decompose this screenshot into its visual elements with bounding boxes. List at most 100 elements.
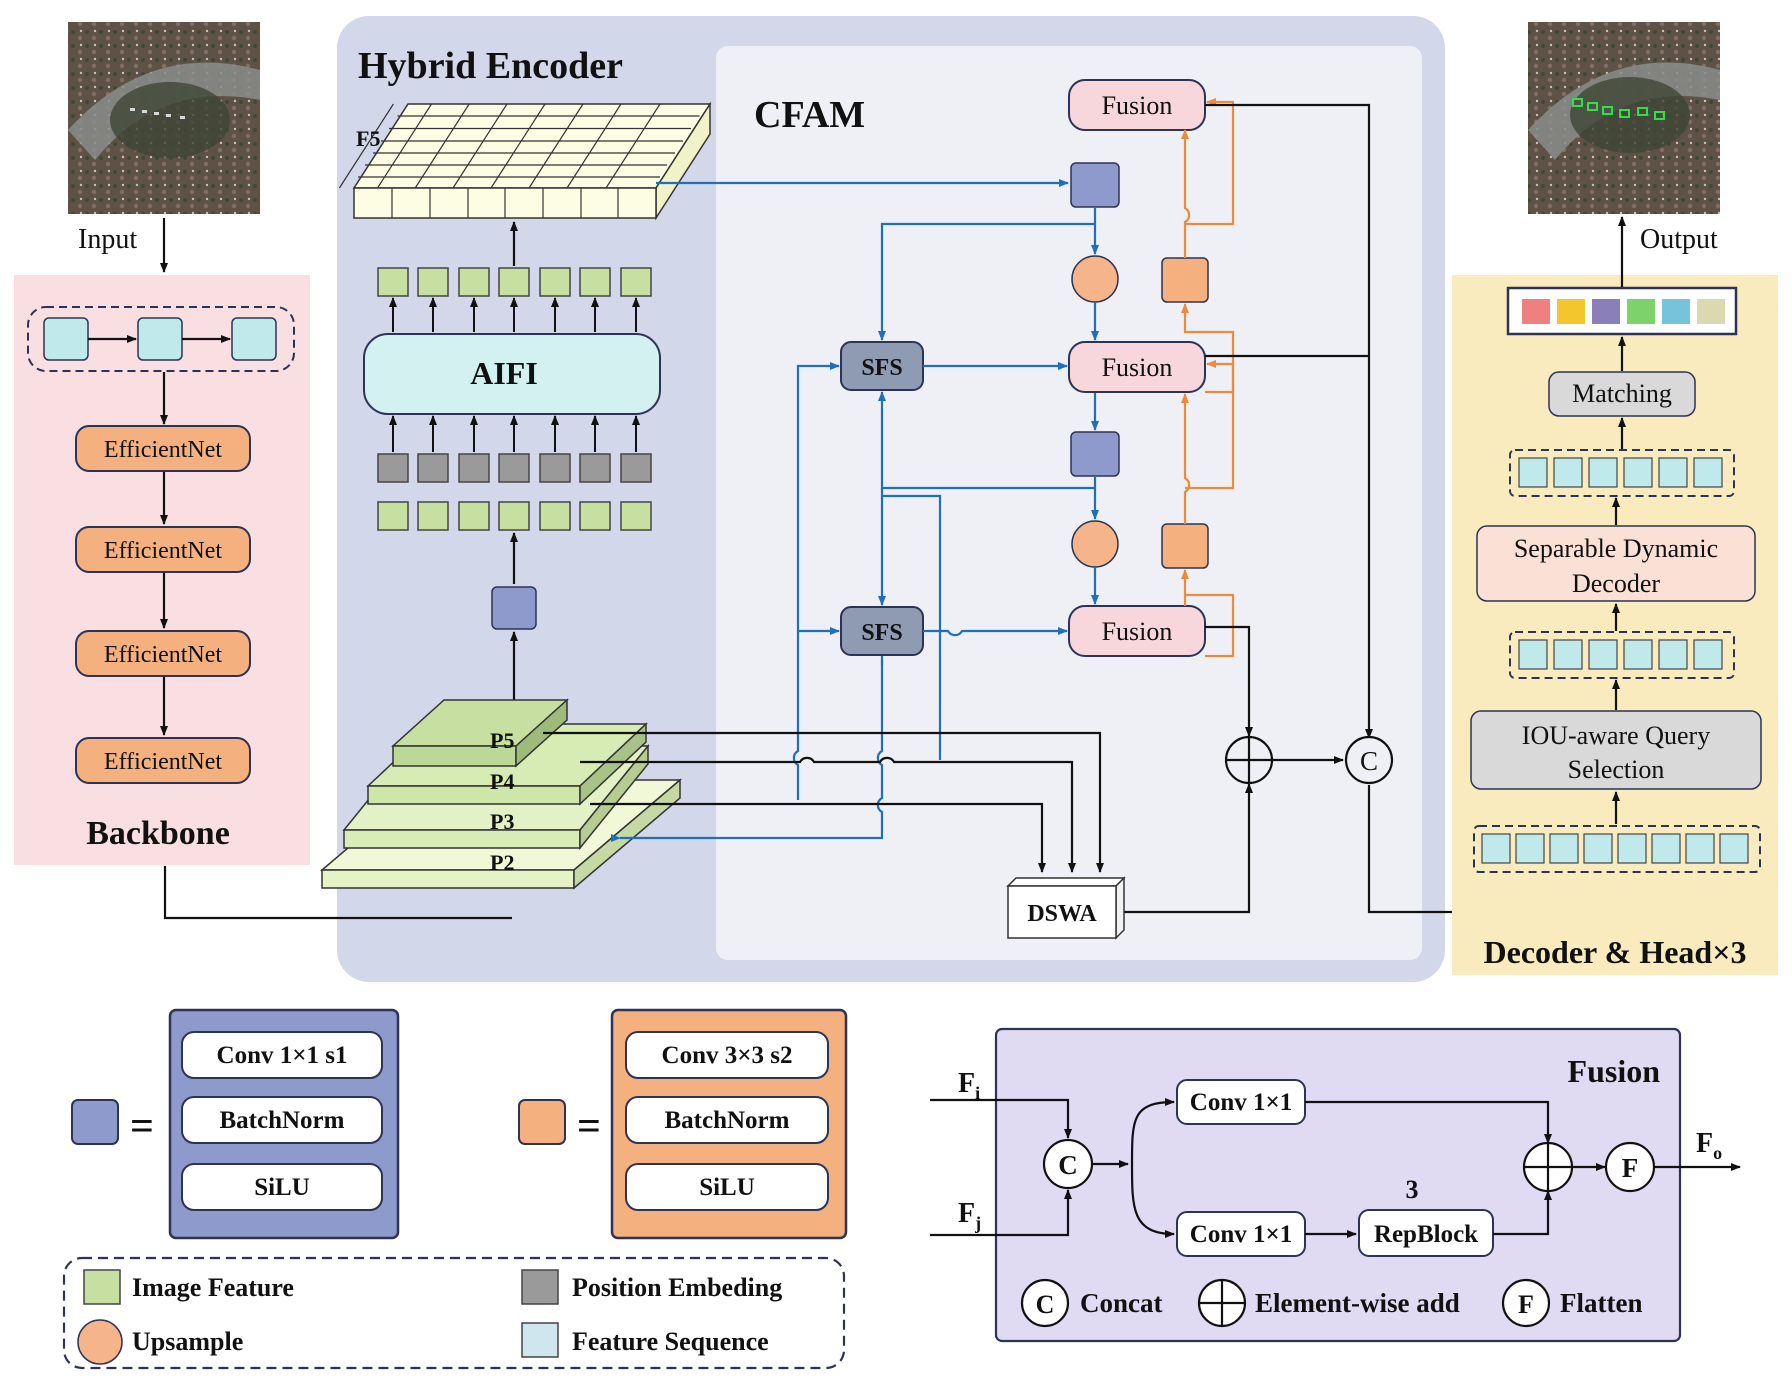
legend-box	[62, 1256, 846, 1370]
legend-blue-swatch	[71, 1099, 119, 1145]
efficientnet-label: EfficientNet	[104, 538, 223, 564]
feature-pyramid	[319, 698, 683, 890]
dswa-block	[1006, 876, 1126, 940]
upsample-node	[1071, 520, 1119, 568]
output-label: Output	[1640, 224, 1718, 255]
upsample-swatch	[77, 1319, 123, 1365]
p2-label: P2	[490, 850, 514, 875]
fi-label: Fi	[958, 1068, 980, 1103]
fusion-node-label: Fusion	[1102, 353, 1173, 382]
sfs-label: SFS	[861, 355, 902, 381]
legend-position-embedding: Position Embeding	[572, 1273, 782, 1302]
concat-symbol: C	[1360, 746, 1378, 776]
aifi-block	[363, 333, 661, 415]
fusion-add-node	[1522, 1141, 1574, 1193]
sequence-cell	[137, 317, 183, 361]
query-sequence	[1481, 833, 1749, 864]
legend-equals: =	[577, 1104, 601, 1150]
flatten-symbol: F	[1622, 1153, 1639, 1183]
decoder-sequence	[1518, 639, 1723, 670]
image-feature-row	[377, 501, 652, 531]
efficientnet-block	[75, 630, 251, 677]
batchnorm-label: BatchNorm	[220, 1107, 345, 1134]
backbone-title: Backbone	[86, 815, 230, 852]
matching-block	[1548, 371, 1696, 417]
efficientnet-label: EfficientNet	[104, 642, 223, 668]
legend-image-feature: Image Feature	[132, 1273, 294, 1302]
hybrid-encoder-title: Hybrid Encoder	[358, 45, 623, 87]
matching-sequence	[1518, 457, 1723, 488]
legend-feature-sequence: Feature Sequence	[572, 1327, 769, 1356]
input-label: Input	[78, 224, 137, 255]
fj-label: Fj	[958, 1198, 981, 1233]
silu-op	[625, 1163, 829, 1211]
fusion-node-bottom	[1068, 605, 1206, 657]
separable-label-line1: Separable Dynamic	[1514, 534, 1718, 563]
fusion-detail-title: Fusion	[1568, 1053, 1661, 1089]
flatten-legend-icon	[1501, 1278, 1551, 1328]
query-sequence-group	[1473, 825, 1761, 873]
position-embedding-row	[377, 453, 652, 483]
batchnorm-op	[625, 1096, 829, 1144]
efficientnet-block	[75, 526, 251, 573]
output-token-colors	[1522, 299, 1725, 324]
conv-1x1-block	[491, 586, 537, 630]
efficientnet-label: EfficientNet	[104, 437, 223, 463]
conv-1x1-label: Conv 1×1 s1	[217, 1042, 348, 1069]
concat-node	[1344, 735, 1394, 785]
fusion-concat-symbol: C	[1058, 1150, 1078, 1180]
fi-arrow	[930, 1098, 1072, 1139]
sequence-cell	[43, 317, 89, 361]
matching-seq-group	[1509, 449, 1735, 497]
conv-op	[181, 1031, 383, 1079]
upsample-node	[1071, 255, 1119, 303]
dswa-label: DSWA	[1027, 901, 1097, 927]
p4-label: P4	[490, 769, 514, 794]
repblock-count: 3	[1406, 1175, 1419, 1204]
fj-arrow	[930, 1189, 1072, 1237]
cfam-blue-connections	[611, 179, 1099, 842]
sfs-label: SFS	[861, 620, 902, 646]
efficientnet-block	[75, 737, 251, 784]
feature-sequence-swatch	[521, 1322, 559, 1358]
legend-equals: =	[130, 1104, 154, 1150]
concat-legend-icon	[1020, 1278, 1070, 1328]
fusion-node-middle	[1068, 341, 1206, 393]
batchnorm-op	[181, 1096, 383, 1144]
repblock-label: RepBlock	[1374, 1221, 1478, 1248]
concat-legend-label: Concat	[1080, 1288, 1163, 1318]
fusion-detail-panel	[994, 1027, 1682, 1343]
p3-label: P3	[490, 809, 514, 834]
legend-upsample: Upsample	[132, 1327, 243, 1356]
output-image	[1528, 22, 1720, 214]
conv-top-to-add	[1305, 1100, 1552, 1144]
aifi-in-arrows	[389, 415, 640, 452]
cfam-orange-connections	[1181, 98, 1235, 658]
silu-label: SiLU	[254, 1174, 310, 1201]
conv-3x3-block	[1161, 257, 1209, 303]
efficientnet-label: EfficientNet	[104, 749, 223, 775]
separable-decoder-block	[1476, 525, 1756, 602]
efficientnet-block	[75, 425, 251, 472]
add-legend-icon	[1197, 1278, 1247, 1328]
aifi-up-arrows	[389, 297, 640, 332]
to-conv-top	[1130, 1098, 1175, 1165]
conv-3x3-block	[1161, 523, 1209, 569]
decoder-seq-group	[1509, 631, 1735, 679]
silu-op	[181, 1163, 383, 1211]
aifi-label: AIFI	[470, 355, 538, 391]
concat-legend-symbol: C	[1036, 1290, 1055, 1319]
position-embedding-swatch	[521, 1269, 559, 1305]
iou-query-selection-block	[1470, 710, 1762, 790]
silu-label: SiLU	[699, 1174, 755, 1201]
decoder-title: Decoder & Head×3	[1484, 934, 1747, 970]
to-conv-bottom	[1130, 1163, 1175, 1238]
conv-1x1-block	[1070, 431, 1120, 477]
f5-feature-grid	[338, 101, 712, 221]
conv-top-label: Conv 1×1	[1190, 1089, 1292, 1116]
legend-orange-swatch	[518, 1099, 566, 1145]
add-legend-label: Element-wise add	[1255, 1288, 1460, 1318]
fusion-node-label: Fusion	[1102, 617, 1173, 646]
image-feature-swatch	[83, 1269, 121, 1305]
